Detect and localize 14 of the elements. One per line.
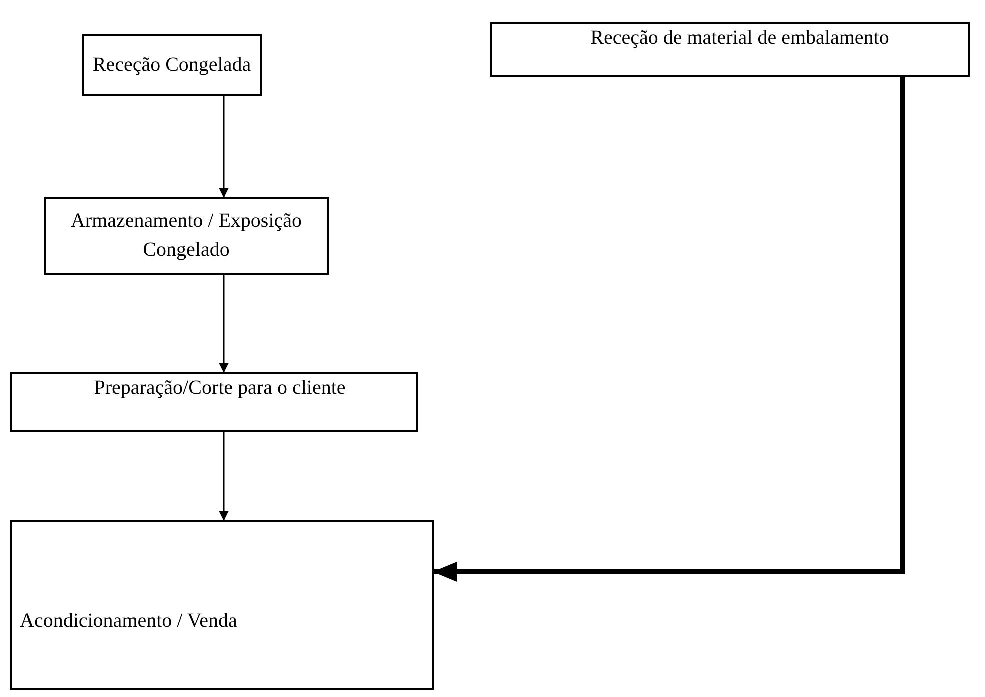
process-box [10, 372, 418, 432]
box-label: Preparação/Corte para o cliente [93, 376, 347, 401]
process-box [82, 34, 262, 96]
arrow [219, 96, 229, 198]
process-box [44, 197, 329, 275]
box-label: Acondicionamento / Venda [19, 608, 238, 634]
process-box [490, 22, 970, 77]
box-label: Receção Congelada [92, 52, 252, 78]
box-label: Receção de material de embalamento [590, 26, 890, 51]
arrow [219, 275, 229, 373]
process-box [10, 520, 434, 690]
box-label: Armazenamento / Exposição Congelado [70, 209, 304, 263]
arrow [433, 77, 906, 582]
arrow [219, 432, 229, 521]
